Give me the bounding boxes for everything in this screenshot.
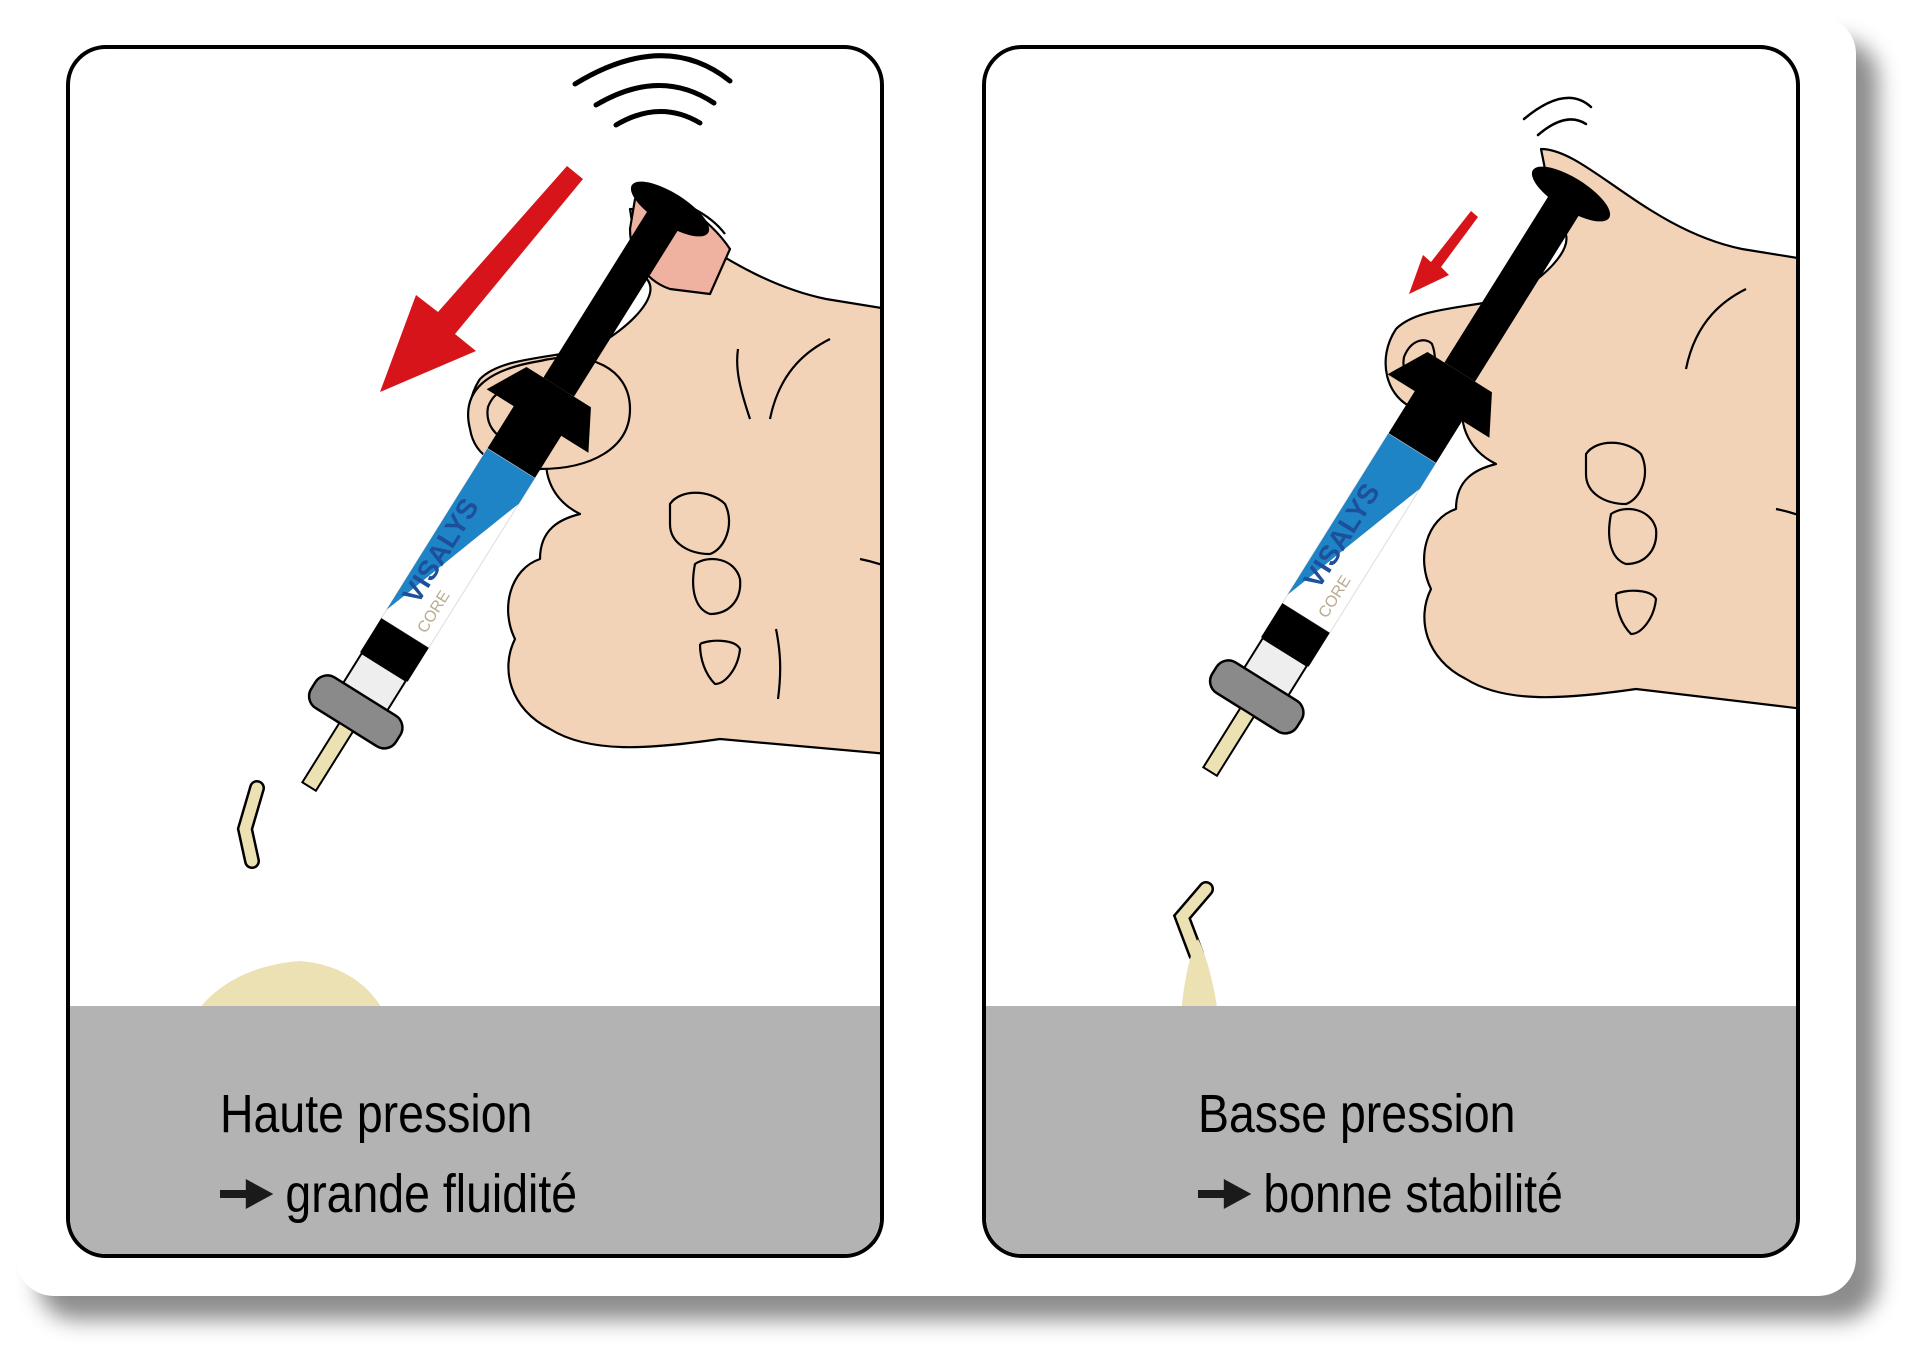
material-mound	[195, 961, 385, 1014]
caption-low-pressure: Basse pression bonne stabilité	[1198, 1074, 1563, 1234]
right-arrow-icon	[220, 1179, 274, 1209]
panel-high-pressure: VISALYS CORE Haute pression grande fluid…	[66, 45, 884, 1258]
caption-title: Basse pression	[1198, 1084, 1516, 1144]
high-pressure-illustration: VISALYS CORE	[195, 53, 880, 1014]
vibration-waves-icon	[572, 53, 733, 128]
pressure-arrow-icon	[380, 166, 583, 392]
ground-surface	[986, 1006, 1796, 1254]
vibration-waves-icon	[1522, 96, 1593, 137]
caption-result: bonne stabilité	[1263, 1164, 1563, 1224]
pressure-arrow-icon	[1409, 211, 1478, 294]
panel-low-pressure: VISALYS CORE Basse pression bonne stabil…	[982, 45, 1800, 1258]
syringe-icon: VISALYS CORE	[1201, 166, 1611, 778]
caption-title: Haute pression	[220, 1084, 533, 1144]
low-pressure-illustration: VISALYS CORE	[1172, 96, 1796, 1014]
caption-result: grande fluidité	[285, 1164, 578, 1224]
right-arrow-icon	[1198, 1179, 1252, 1209]
material-cone	[1181, 939, 1218, 1014]
caption-high-pressure: Haute pression grande fluidité	[220, 1074, 577, 1234]
ground-surface	[70, 1006, 880, 1254]
